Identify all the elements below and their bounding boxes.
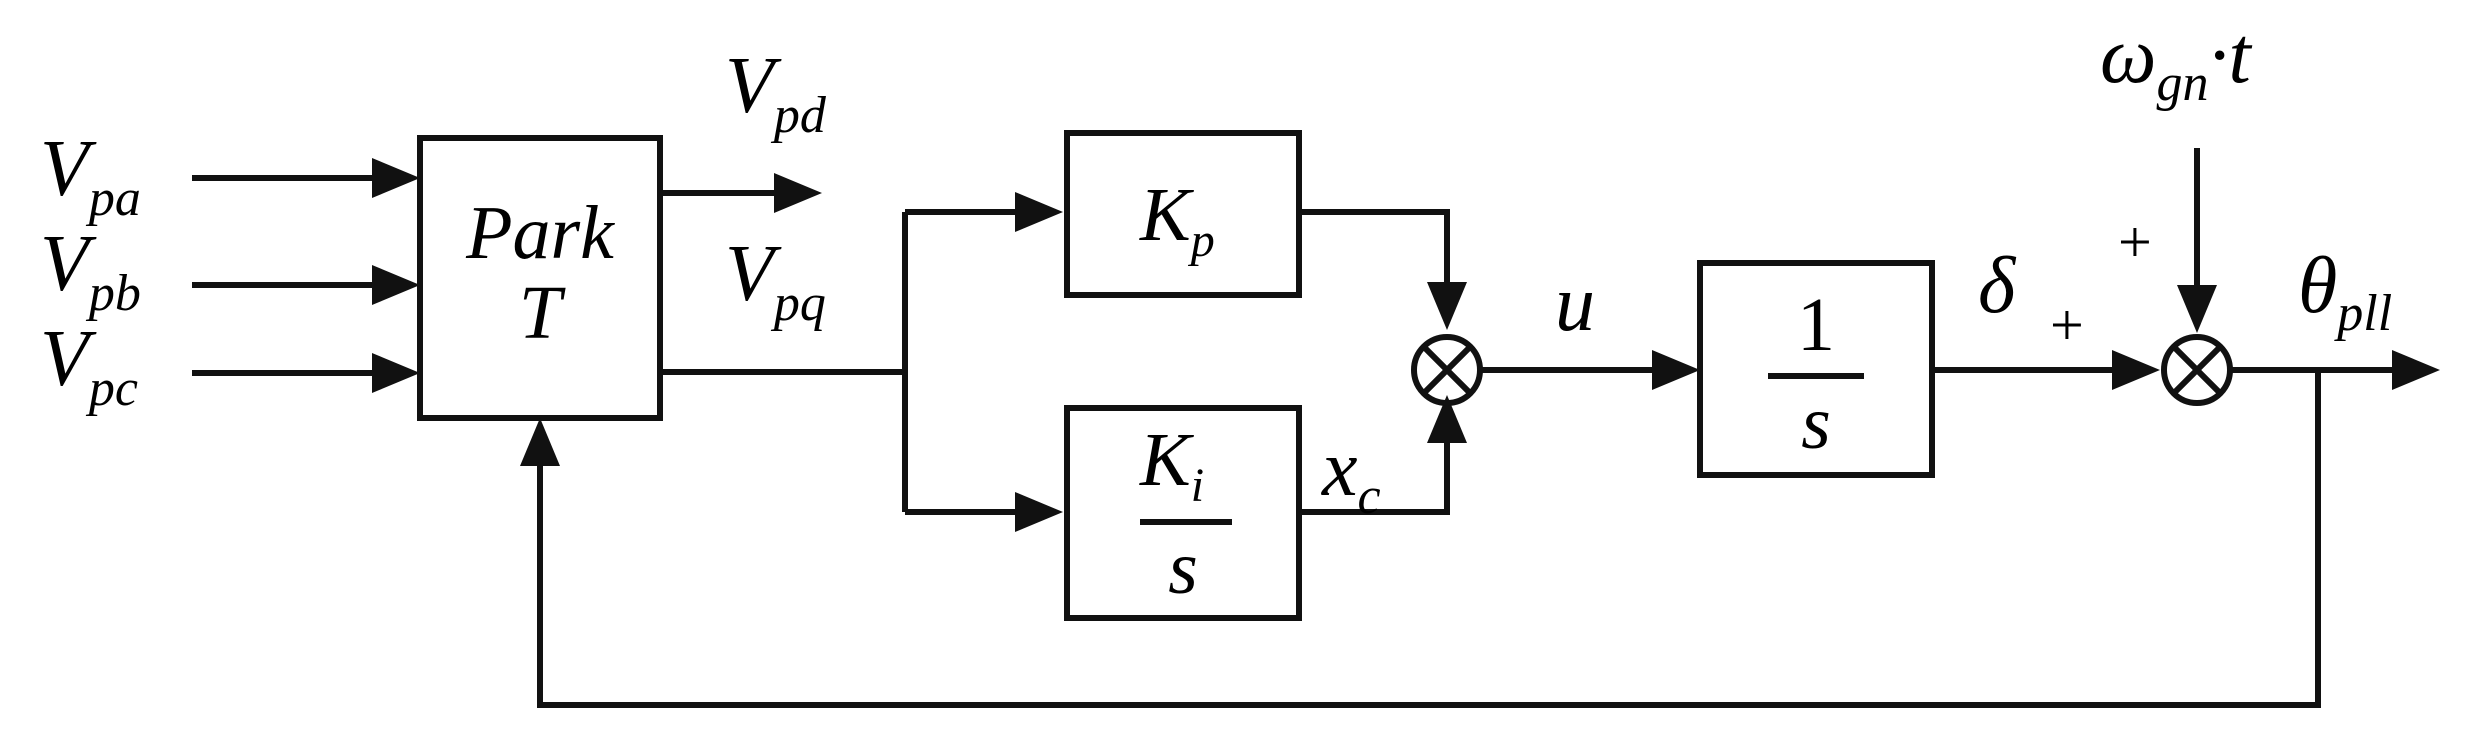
integrator-numerator: 1 bbox=[1797, 283, 1835, 367]
delta-wire bbox=[1932, 350, 2160, 390]
integrator-denominator: s bbox=[1801, 381, 1831, 465]
vq-wire bbox=[660, 192, 1063, 532]
xc-wire bbox=[1299, 395, 1467, 515]
feedback-wire bbox=[520, 370, 2321, 708]
vd-output-label: Vpd bbox=[725, 42, 827, 144]
input-b-wire bbox=[192, 265, 420, 305]
vq-output-label: Vpq bbox=[725, 230, 826, 332]
input-c-label: Vpc bbox=[40, 315, 138, 417]
integrator-block bbox=[1697, 260, 1935, 478]
theta-output-label: θpll bbox=[2298, 242, 2392, 342]
xc-signal-label: xc bbox=[1321, 425, 1381, 525]
delta-plus-sign: + bbox=[2050, 292, 2084, 358]
omega-wire bbox=[2177, 148, 2217, 333]
ki-numerator-label: Ki bbox=[1139, 418, 1204, 512]
input-c-wire bbox=[192, 353, 420, 393]
ki-integral-block bbox=[1064, 405, 1302, 621]
delta-signal-label: δ bbox=[1978, 242, 2017, 330]
kp-gain-label: Kp bbox=[1139, 173, 1215, 267]
omega-t-label: ωgn·t bbox=[2100, 12, 2252, 112]
park-block-line1: Park bbox=[465, 191, 615, 275]
theta-output-wire bbox=[2230, 350, 2440, 390]
kp-output-wire bbox=[1299, 209, 1467, 330]
phase-summing-junction bbox=[2161, 334, 2233, 406]
ki-denominator-label: s bbox=[1168, 526, 1198, 610]
u-wire bbox=[1480, 350, 1700, 390]
park-transform-block bbox=[417, 135, 663, 421]
input-a-wire bbox=[192, 158, 420, 198]
pi-summing-junction bbox=[1411, 334, 1483, 406]
park-block-line2: T bbox=[519, 271, 566, 355]
input-b-label: Vpb bbox=[40, 220, 141, 322]
omega-plus-sign: + bbox=[2118, 209, 2152, 275]
vd-output-wire bbox=[660, 173, 822, 213]
input-a-label: Vpa bbox=[40, 125, 141, 227]
u-signal-label: u bbox=[1555, 260, 1595, 348]
